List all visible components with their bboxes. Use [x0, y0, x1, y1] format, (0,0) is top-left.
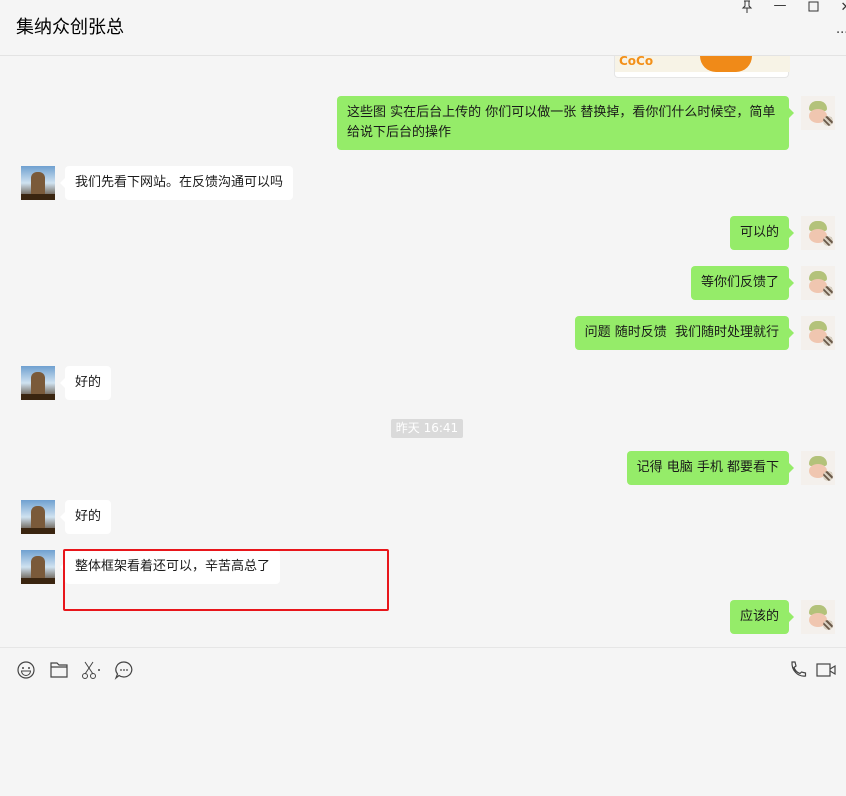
phone-icon[interactable]	[788, 660, 808, 680]
scissors-icon[interactable]	[81, 660, 101, 680]
emoji-icon[interactable]	[16, 660, 36, 680]
image-brand: CoCo	[619, 54, 654, 68]
folder-icon[interactable]	[49, 660, 69, 680]
message-bubble[interactable]: 好的	[59, 366, 112, 400]
contact-avatar[interactable]	[21, 550, 55, 584]
my-avatar[interactable]	[801, 600, 835, 634]
chat-history-icon[interactable]	[114, 660, 134, 680]
my-avatar[interactable]	[801, 451, 835, 485]
message-bubble[interactable]: 等你们反馈了	[690, 266, 795, 300]
contact-avatar[interactable]	[21, 500, 55, 534]
pin-icon[interactable]	[737, 0, 757, 17]
more-button[interactable]: ...	[836, 22, 846, 37]
message-bubble[interactable]: 可以的	[729, 216, 795, 250]
my-avatar[interactable]	[801, 266, 835, 300]
chat-title: 集纳众创张总	[16, 17, 124, 38]
highlight-box	[63, 549, 389, 611]
contact-avatar[interactable]	[21, 166, 55, 200]
message-bubble[interactable]: 问题 随时反馈 我们随时处理就行	[574, 316, 795, 350]
message-bubble[interactable]: 记得 电脑 手机 都要看下	[626, 451, 795, 485]
header-divider	[0, 55, 846, 56]
message-bubble[interactable]: 好的	[59, 500, 112, 534]
input-divider	[0, 647, 846, 648]
message-bubble[interactable]: 我们先看下网站。在反馈沟通可以吗	[59, 166, 294, 200]
my-avatar[interactable]	[801, 96, 835, 130]
timestamp: 昨天 16:41	[391, 419, 463, 438]
close-icon[interactable]: ✕	[836, 0, 846, 15]
message-bubble[interactable]: 整体框架看着还可以，辛苦高总了	[59, 550, 281, 584]
video-icon[interactable]	[816, 660, 838, 680]
minimize-icon[interactable]: —	[773, 0, 787, 13]
contact-avatar[interactable]	[21, 366, 55, 400]
message-bubble[interactable]: 应该的	[729, 600, 795, 634]
image-message[interactable]: CoCo	[614, 54, 790, 78]
maximize-icon[interactable]	[803, 1, 823, 16]
message-input[interactable]	[0, 690, 846, 796]
my-avatar[interactable]	[801, 316, 835, 350]
my-avatar[interactable]	[801, 216, 835, 250]
message-bubble[interactable]: 这些图 实在后台上传的 你们可以做一张 替换掉，看你们什么时候空，简单给说下后台…	[337, 96, 794, 150]
